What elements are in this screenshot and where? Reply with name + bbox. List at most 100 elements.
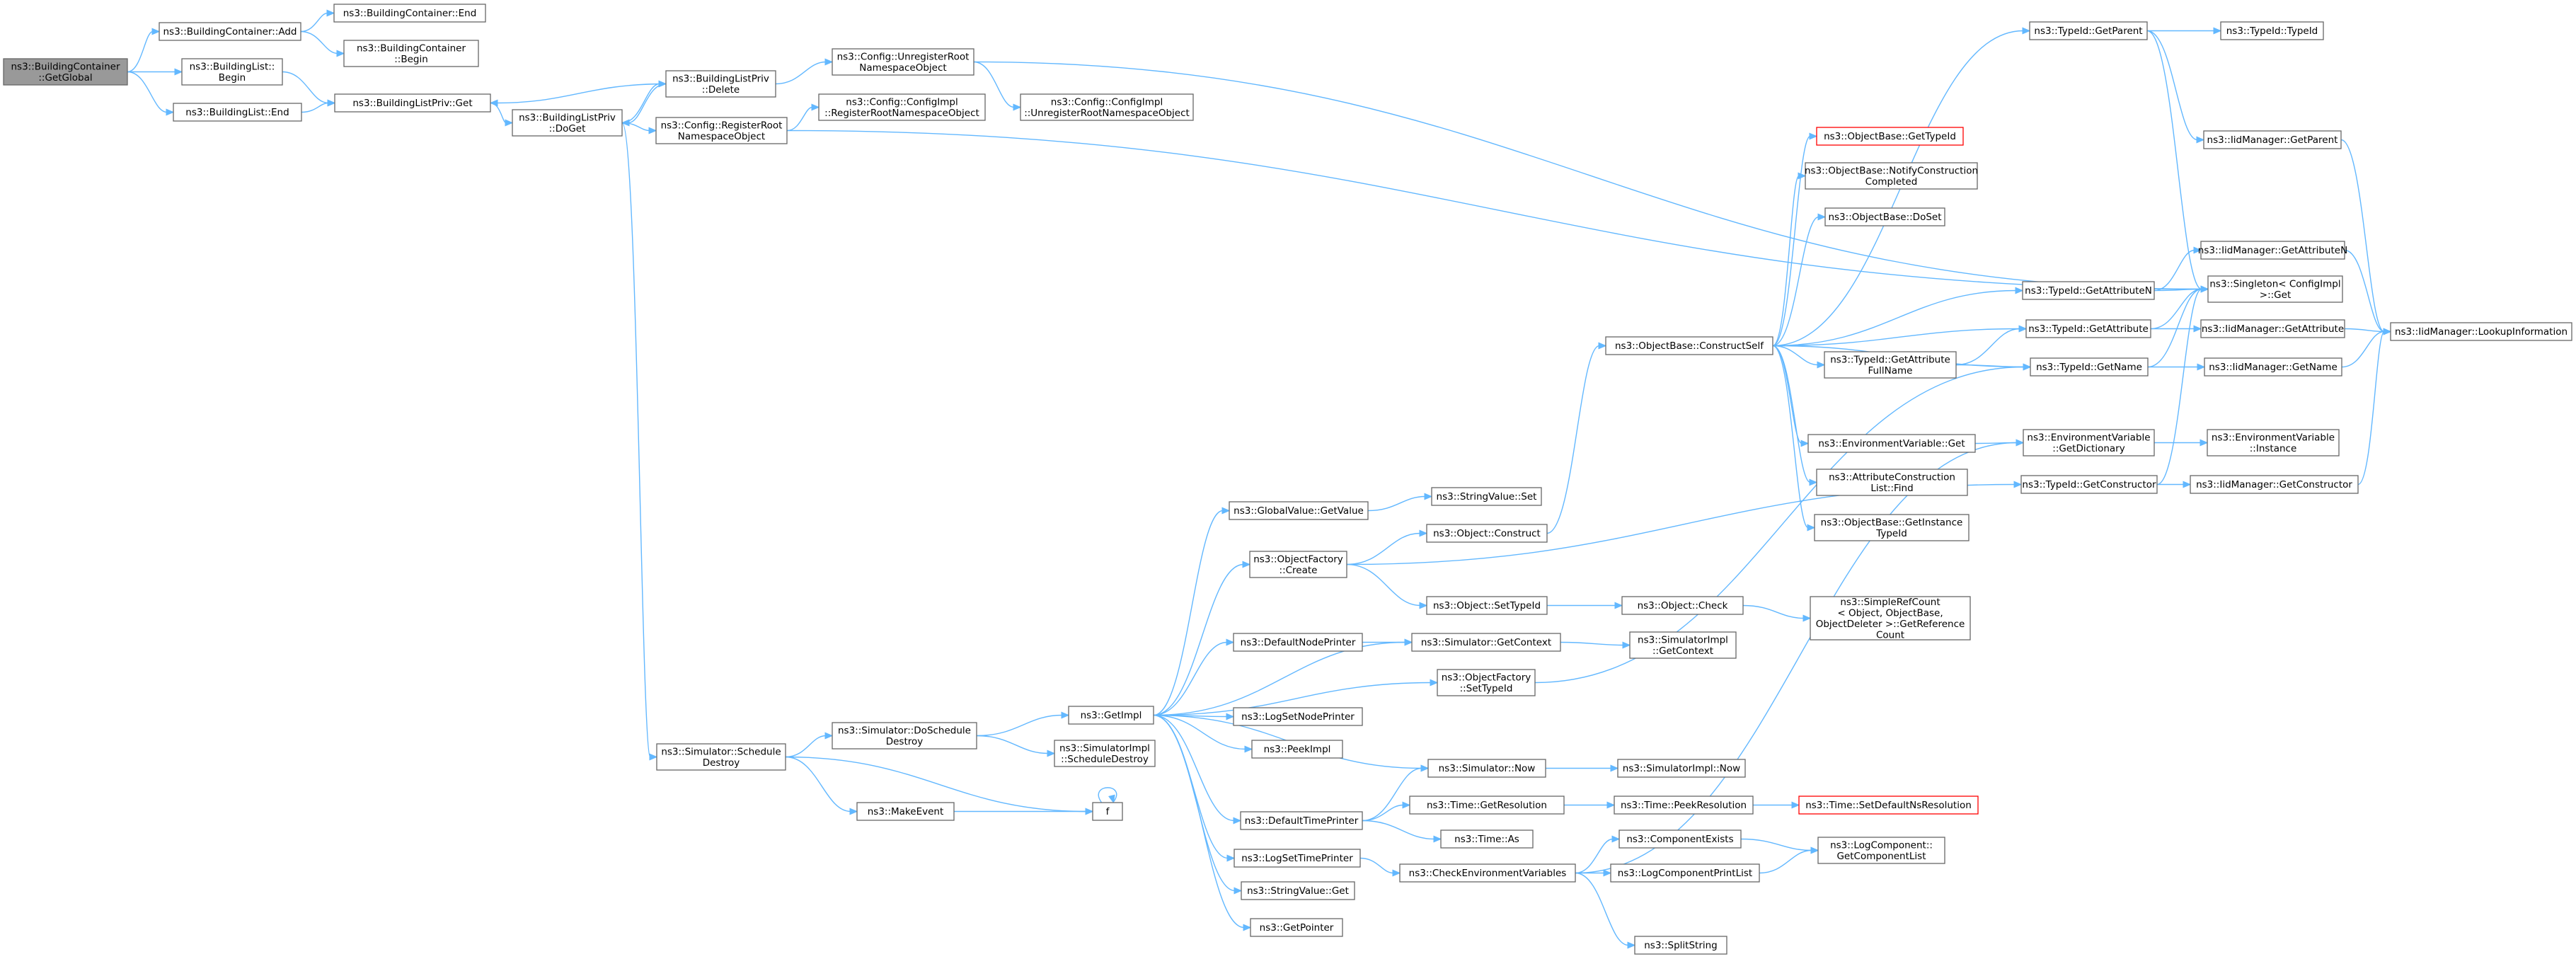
graph-node-n57[interactable]: ns3::TypeId::GetAttributeN <box>2022 281 2155 300</box>
graph-node-n35[interactable]: ns3::Time::GetResolution <box>1409 796 1565 815</box>
graph-node-n62[interactable]: ns3::TypeId::TypeId <box>2220 21 2324 40</box>
graph-node-n41[interactable]: ns3::SimulatorImpl::Now <box>1617 759 1746 778</box>
node-label: ns3::Object::Construct <box>1433 528 1541 539</box>
graph-node-n27[interactable]: ns3::StringValue::Get <box>1241 881 1355 900</box>
graph-node-n50[interactable]: ns3::EnvironmentVariable::Get <box>1807 434 1976 453</box>
edge-line <box>1362 804 1404 822</box>
graph-node-n6[interactable]: ns3::BuildingContainer::Begin <box>343 40 479 67</box>
graph-node-n34[interactable]: ns3::Simulator::Now <box>1427 759 1546 778</box>
node-label: ns3::LogSetNodePrinter <box>1241 711 1355 723</box>
node-label: ::Delete <box>702 84 740 96</box>
graph-node-n23[interactable]: ns3::LogSetNodePrinter <box>1233 707 1363 726</box>
graph-node-n65[interactable]: ns3::Singleton< ConfigImpl>::Get <box>2207 275 2343 303</box>
graph-node-n59[interactable]: ns3::TypeId::GetName <box>2030 357 2149 377</box>
edge-line <box>973 61 2202 290</box>
graph-node-n13[interactable]: ns3::Config::ConfigImpl::UnregisterRootN… <box>1020 93 1194 121</box>
graph-node-n67[interactable]: ns3::IidManager::GetName <box>2204 357 2342 377</box>
graph-node-n28[interactable]: ns3::GetPointer <box>1250 918 1343 937</box>
graph-node-n20[interactable]: ns3::GlobalValue::GetValue <box>1229 501 1369 520</box>
graph-node-n16[interactable]: ns3::MakeEvent <box>856 802 955 821</box>
graph-node-n33[interactable]: ns3::ObjectFactory::SetTypeId <box>1437 669 1536 696</box>
graph-node-n18[interactable]: ns3::GetImpl <box>1068 706 1154 725</box>
graph-node-n25[interactable]: ns3::DefaultTimePrinter <box>1240 811 1363 830</box>
call-edge-n38-n51 <box>1772 345 1818 486</box>
graph-node-n14[interactable]: ns3::Simulator::ScheduleDestroy <box>656 743 786 771</box>
graph-node-n42[interactable]: ns3::Time::PeekResolution <box>1614 796 1754 815</box>
arrowhead-icon <box>1243 924 1252 931</box>
graph-node-n64[interactable]: ns3::IidManager::GetAttributeN <box>2198 241 2347 260</box>
graph-node-n9[interactable]: ns3::BuildingListPriv::Delete <box>665 70 776 98</box>
call-edge-n20-n29 <box>1367 493 1433 512</box>
node-box <box>2020 475 2158 494</box>
call-edge-n18-n24 <box>1153 714 1253 753</box>
graph-node-n48[interactable]: ns3::ObjectBase::DoSet <box>1824 207 1945 226</box>
graph-node-n69[interactable]: ns3::IidManager::GetConstructor <box>2190 475 2359 494</box>
graph-node-n7[interactable]: ns3::BuildingListPriv::Get <box>334 93 491 113</box>
node-box <box>1241 881 1355 900</box>
graph-node-n31[interactable]: ns3::Object::SetTypeId <box>1426 596 1548 615</box>
graph-node-n10[interactable]: ns3::Config::RegisterRootNamespaceObject <box>655 117 788 144</box>
graph-node-n19[interactable]: ns3::SimulatorImpl::ScheduleDestroy <box>1054 740 1156 767</box>
graph-node-n63[interactable]: ns3::IidManager::GetParent <box>2203 130 2342 149</box>
arrowhead-icon <box>166 108 175 116</box>
call-edge-n18-n21 <box>1153 561 1251 716</box>
graph-node-n56[interactable]: ns3::TypeId::GetParent <box>2029 21 2148 40</box>
node-box <box>1233 707 1363 726</box>
graph-node-n12[interactable]: ns3::Config::ConfigImpl::RegisterRootNam… <box>818 93 986 121</box>
graph-node-n32[interactable]: ns3::Simulator::GetContext <box>1411 633 1561 652</box>
graph-node-n66[interactable]: ns3::IidManager::GetAttribute <box>2200 319 2345 338</box>
graph-node-n70[interactable]: ns3::IidManager::LookupInformation <box>2390 322 2572 341</box>
graph-node-n47[interactable]: ns3::ObjectBase::NotifyConstructionCompl… <box>1805 162 1978 190</box>
graph-node-n21[interactable]: ns3::ObjectFactory::Create <box>1249 551 1347 578</box>
call-edge-n38-n58 <box>1772 325 2028 347</box>
edge-line <box>1153 714 1229 859</box>
call-edge-n61-n65 <box>2156 285 2209 486</box>
graph-node-n36[interactable]: ns3::Time::As <box>1440 829 1534 849</box>
graph-node-n2[interactable]: ns3::BuildingContainer::Add <box>159 22 301 41</box>
node-label: ns3::CheckEnvironmentVariables <box>1409 868 1567 879</box>
graph-node-n55[interactable]: ns3::LogComponent::GetComponentList <box>1817 837 1945 864</box>
graph-node-n1[interactable]: ns3::BuildingContainer::GetGlobal <box>3 58 128 86</box>
graph-node-n68[interactable]: ns3::EnvironmentVariable::Instance <box>2207 429 2340 456</box>
graph-node-n5[interactable]: ns3::BuildingContainer::End <box>333 4 486 23</box>
node-label: ns3::SplitString <box>1644 940 1718 951</box>
graph-node-n45[interactable]: ns3::SplitString <box>1634 936 1727 955</box>
graph-node-n29[interactable]: ns3::StringValue::Set <box>1431 487 1542 506</box>
node-label: ns3::Config::UnregisterRoot <box>837 51 970 62</box>
edge-line <box>1560 641 1624 646</box>
graph-node-n37[interactable]: ns3::CheckEnvironmentVariables <box>1399 863 1576 883</box>
graph-node-n53[interactable]: ns3::SimpleRefCount< Object, ObjectBase,… <box>1810 596 1971 641</box>
graph-node-n30[interactable]: ns3::Object::Construct <box>1426 524 1548 543</box>
node-box <box>1824 207 1945 226</box>
node-label: ns3::BuildingList:: <box>190 61 275 72</box>
graph-node-n38[interactable]: ns3::ObjectBase::ConstructSelf <box>1605 336 1773 355</box>
graph-node-n26[interactable]: ns3::LogSetTimePrinter <box>1234 849 1361 868</box>
graph-node-n43[interactable]: ns3::ComponentExists <box>1618 829 1742 849</box>
call-edge-n16-n17 <box>953 808 1094 815</box>
graph-node-n44[interactable]: ns3::LogComponentPrintList <box>1610 863 1760 883</box>
edge-line <box>775 61 827 85</box>
graph-node-n60[interactable]: ns3::EnvironmentVariable::GetDictionary <box>2023 429 2155 456</box>
node-label: ns3::IidManager::GetName <box>2209 362 2338 373</box>
graph-node-n3[interactable]: ns3::BuildingList::Begin <box>181 58 283 86</box>
graph-node-n39[interactable]: ns3::Object::Check <box>1621 596 1744 615</box>
graph-node-n11[interactable]: ns3::Config::UnregisterRootNamespaceObje… <box>832 48 974 76</box>
graph-node-n17[interactable]: f <box>1092 802 1123 821</box>
graph-node-n61[interactable]: ns3::TypeId::GetConstructor <box>2020 475 2158 494</box>
arrowhead-icon <box>1420 764 1430 772</box>
graph-node-n8[interactable]: ns3::BuildingListPriv::DoGet <box>512 109 623 137</box>
node-label: ns3::ObjectBase::GetInstance <box>1821 517 1963 528</box>
graph-node-n58[interactable]: ns3::TypeId::GetAttribute <box>2025 319 2151 338</box>
graph-node-n22[interactable]: ns3::DefaultNodePrinter <box>1233 633 1363 652</box>
graph-node-n24[interactable]: ns3::PeekImpl <box>1251 740 1343 759</box>
graph-node-n40[interactable]: ns3::SimulatorImpl::GetContext <box>1629 631 1737 659</box>
graph-node-n54[interactable]: ns3::Time::SetDefaultNsResolution <box>1798 796 1979 815</box>
graph-node-n4[interactable]: ns3::BuildingList::End <box>173 103 302 122</box>
node-label: ns3::Config::ConfigImpl <box>1051 96 1163 108</box>
graph-node-n46[interactable]: ns3::ObjectBase::GetTypeId <box>1816 127 1964 146</box>
node-box <box>1618 829 1742 849</box>
